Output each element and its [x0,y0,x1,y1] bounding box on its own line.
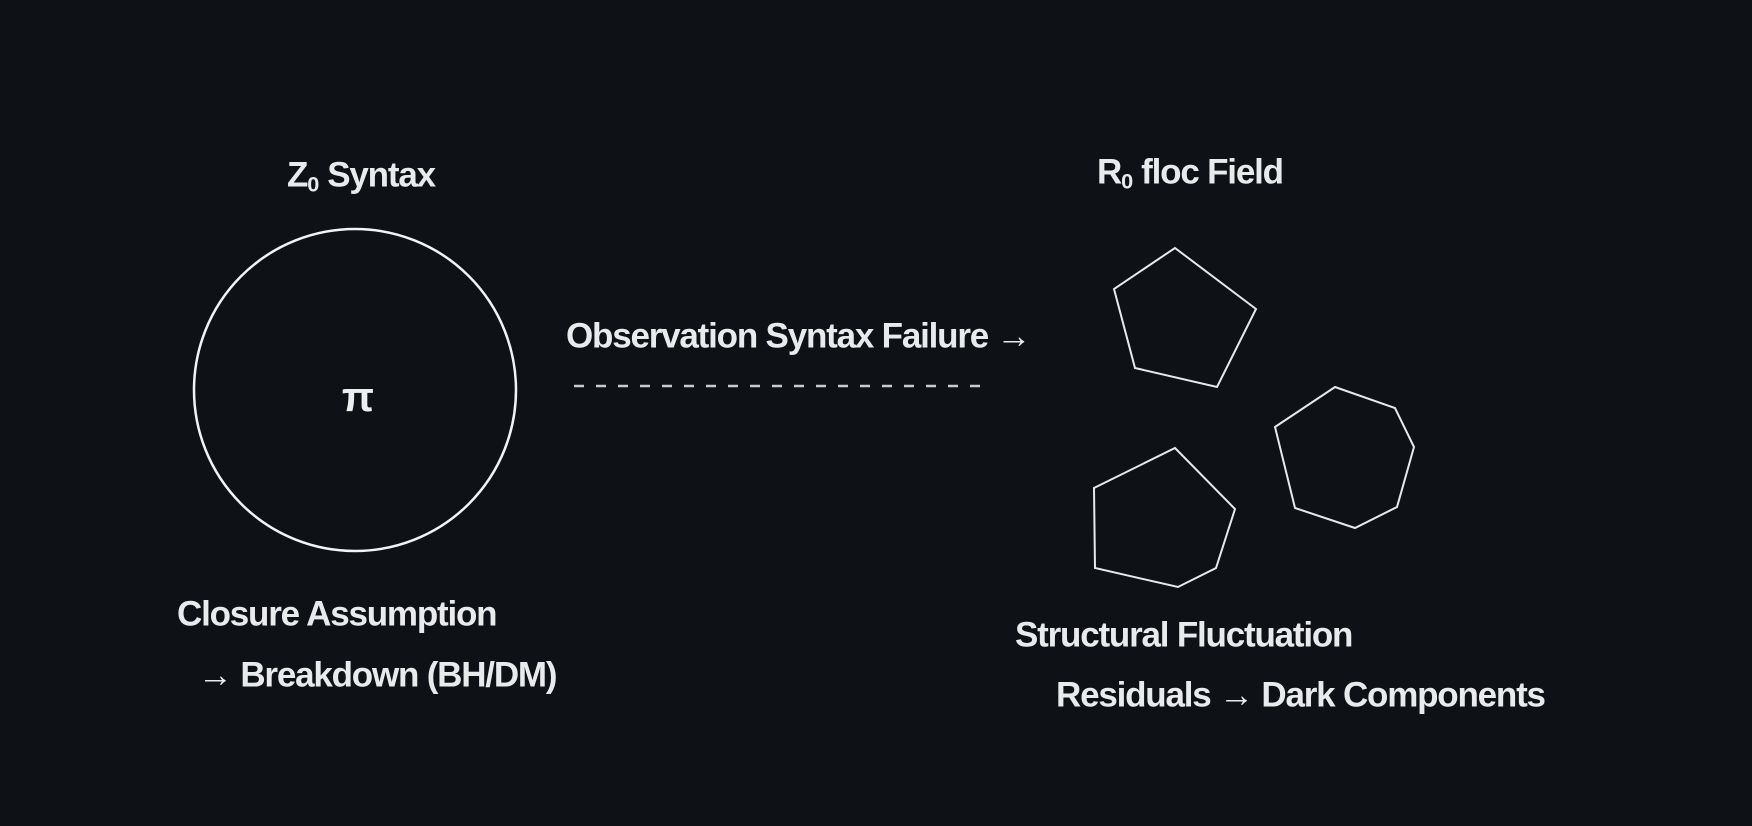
floc-pentagon-shape [1112,246,1258,389]
left-title-subscript: 0 [307,171,319,197]
floc-heptagon-shape [1273,385,1416,530]
left-caption-line1: Closure Assumption [177,594,498,634]
left-title-rest: Syntax [318,155,436,195]
left-caption-line2: → Breakdown (BH/DM) [198,655,558,695]
right-caption-line2: Residuals → Dark Components [1056,675,1546,715]
pi-symbol: π [341,373,375,420]
floc-hexagon-shape [1092,446,1237,589]
closed-syntax-circle [192,227,518,553]
left-group-title: Z0 Syntax [287,155,436,197]
connector-label: Observation Syntax Failure → [566,316,1032,356]
right-group-title: R0 floc Field [1097,152,1284,194]
left-title-prefix: Z [287,155,308,195]
right-title-rest: floc Field [1132,152,1284,192]
right-caption-line1: Structural Fluctuation [1015,615,1353,655]
right-title-subscript: 0 [1121,168,1133,194]
right-title-prefix: R [1097,152,1122,192]
